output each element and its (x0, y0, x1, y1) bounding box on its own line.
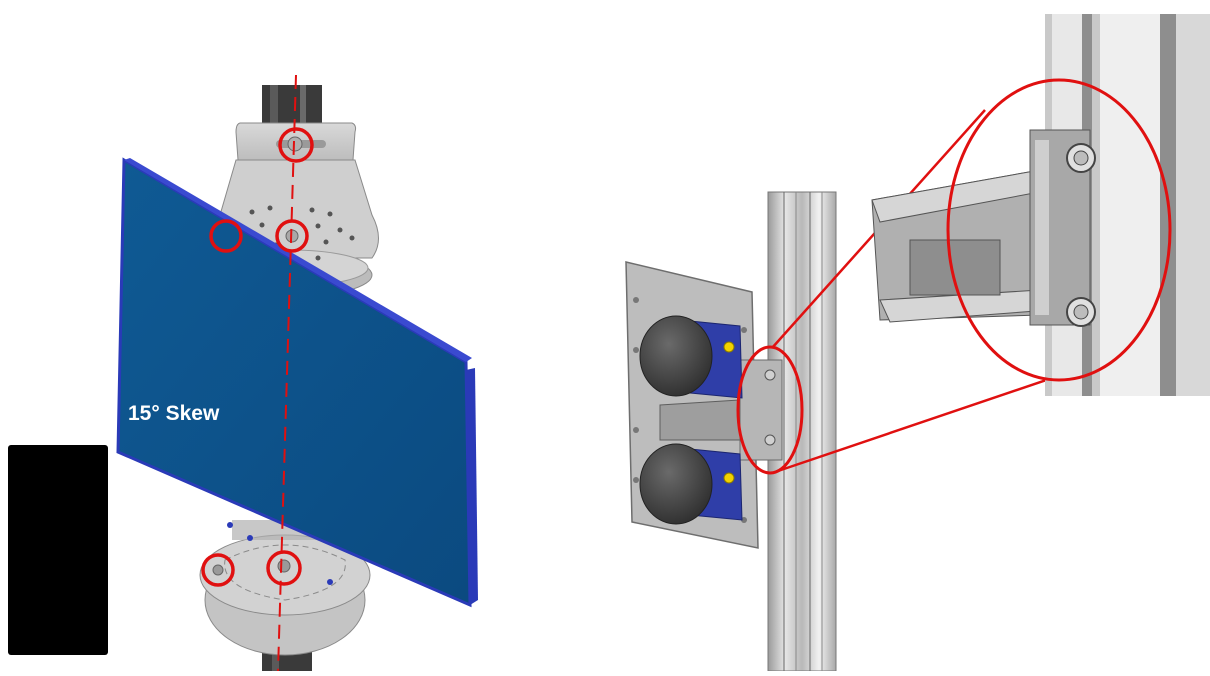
bolt-icon (764, 434, 776, 446)
highlight-circle-lower-left (201, 553, 235, 587)
redaction-block (8, 445, 108, 655)
skewed-sensor-panel (116, 157, 478, 608)
centerline (277, 74, 297, 672)
skew-angle-label: 15° Skew (128, 402, 220, 425)
laser-sensor-icon (639, 315, 743, 399)
fastener-highlights (201, 127, 314, 587)
laser-sensor-icon (639, 443, 743, 525)
highlight-circle-lower-center (266, 550, 302, 586)
zoom-connector-lower (774, 370, 1071, 474)
zoom-highlight-ellipse (946, 78, 1172, 382)
highlight-circle-top (278, 127, 314, 163)
highlight-circle-upper-left (209, 219, 243, 253)
right-sensor-assembly (625, 14, 1210, 672)
highlight-circle-upper-center (275, 219, 309, 253)
bolt-icon (764, 369, 776, 381)
bracket-highlight-ellipse (736, 345, 804, 475)
left-skew-figure (8, 74, 478, 672)
zoomed-bracket-detail (871, 14, 1210, 396)
bottom-mounting-bracket (199, 520, 371, 656)
